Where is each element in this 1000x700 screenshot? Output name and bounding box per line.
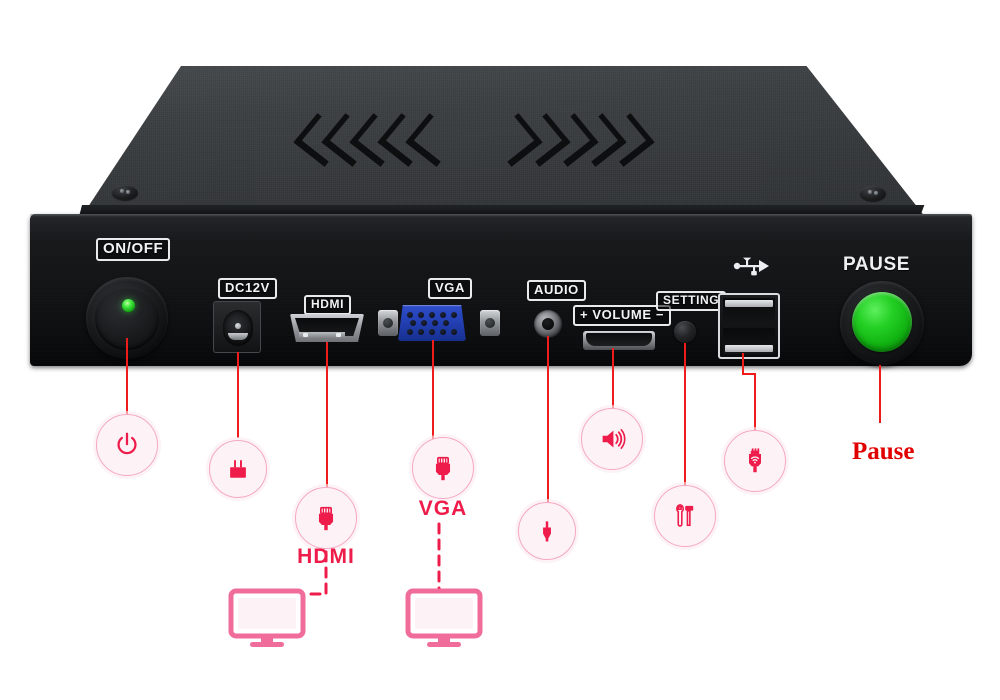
speaker-volume-icon (602, 429, 626, 449)
label-power: ON/OFF (96, 238, 171, 261)
usb-symbol-icon (733, 255, 769, 277)
vga-port[interactable] (398, 305, 466, 341)
pause-button-cap (852, 292, 912, 352)
usb-ports[interactable] (718, 293, 780, 359)
feature-icon-vga[interactable] (412, 437, 474, 499)
monitor-icon-hdmi (228, 588, 306, 647)
label-pause: PAUSE (843, 254, 911, 275)
leader-line-usb-lower (754, 373, 756, 433)
label-vga: VGA (428, 278, 472, 299)
hdmi-contact-tab (299, 332, 345, 338)
usb-wifi-adapter-icon (749, 448, 761, 473)
monitor-icon-vga (405, 588, 483, 647)
tools-icon (676, 504, 694, 527)
vga-connector-icon (435, 456, 451, 481)
dc-barrel (223, 310, 253, 346)
leader-line-audio (547, 336, 549, 502)
leader-line-pause (879, 365, 881, 423)
leader-line-usb-jog (742, 373, 756, 375)
hdmi-cavity (295, 318, 359, 336)
feature-caption-vga: VGA (418, 497, 468, 520)
feature-icon-hdmi[interactable] (295, 487, 357, 549)
feature-icon-usb[interactable] (724, 430, 786, 492)
usb-port-lower[interactable] (723, 327, 775, 354)
chassis-screw-left (112, 185, 138, 200)
device-top-panel (82, 66, 925, 216)
hdmi-dashed-route (304, 550, 328, 596)
leader-line-dc12v (237, 352, 239, 438)
usb-port-upper[interactable] (723, 298, 775, 325)
power-led-indicator (122, 299, 135, 312)
device-front-panel (30, 214, 972, 366)
dc12v-power-port[interactable] (213, 301, 261, 353)
label-dc12v: DC12V (218, 278, 277, 299)
vga-jackscrew-right (480, 310, 500, 336)
label-audio: AUDIO (527, 280, 586, 301)
leader-line-vga (432, 340, 434, 440)
volume-rocker[interactable] (583, 331, 655, 350)
hdmi-port[interactable] (290, 314, 364, 342)
power-plug-icon (230, 460, 246, 478)
audio-jack-icon (543, 521, 551, 542)
feature-icon-power[interactable] (96, 414, 158, 476)
label-volume: + VOLUME − (573, 305, 672, 326)
chassis-screw-right (860, 186, 886, 201)
ventilation-chevrons (293, 112, 660, 172)
feature-icon-dc12v[interactable] (209, 440, 267, 498)
hdmi-connector-icon (318, 506, 334, 531)
label-setting: SETTING (656, 291, 727, 311)
leader-line-hdmi (326, 342, 328, 487)
leader-line-power (126, 338, 128, 424)
feature-icon-setting[interactable] (654, 485, 716, 547)
power-symbol-icon (117, 432, 137, 455)
feature-icon-audio[interactable] (518, 502, 576, 560)
feature-icon-volume[interactable] (581, 408, 643, 470)
vga-jackscrew-left (378, 310, 398, 336)
feature-caption-pause: Pause (852, 438, 915, 465)
dc-lip (228, 333, 248, 340)
device-chassis: ON/OFF DC12V HDMI VGA AUDIO + VOLUME − S… (30, 66, 972, 366)
leader-line-usb-upper (742, 353, 744, 375)
setting-button[interactable] (674, 321, 696, 343)
leader-line-setting (684, 343, 686, 485)
power-button[interactable] (86, 277, 168, 359)
dc-center-pin (235, 323, 241, 329)
leader-line-volume (612, 348, 614, 408)
audio-jack-port[interactable] (534, 310, 562, 338)
label-hdmi: HDMI (304, 295, 352, 315)
pause-button[interactable] (840, 281, 924, 365)
vga-dashed-route (437, 522, 441, 592)
